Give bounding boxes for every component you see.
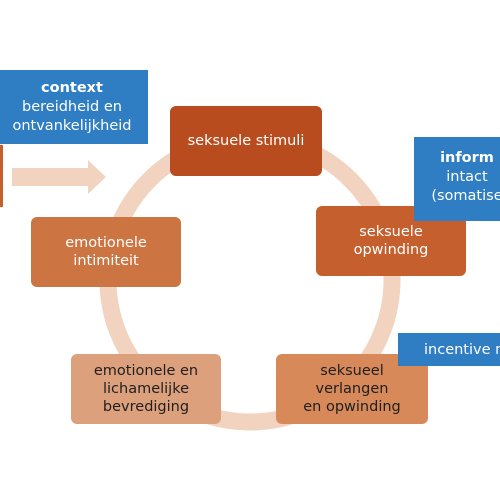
context-box: context bereidheid en ontvankelijkheid — [0, 70, 148, 144]
context-line-2: ontvankelijkheid — [12, 117, 132, 134]
node-bevrediging-line-1: emotionele en — [93, 363, 199, 379]
information-title: inform — [440, 150, 494, 166]
node-seksuele-stimuli-label: seksuele stimuli — [187, 133, 305, 149]
node-intimiteit-line-1: emotionele — [65, 235, 147, 251]
input-arrow — [12, 160, 106, 194]
incentive-box: incentive m — [398, 333, 500, 366]
incentive-label: incentive m — [424, 342, 500, 358]
node-emotionele-intimiteit: emotionele intimiteit — [31, 217, 181, 287]
information-line-1: intact — [446, 169, 488, 185]
node-seksuele-stimuli: seksuele stimuli — [170, 106, 322, 176]
information-box: inform intact (somatise — [414, 137, 500, 221]
node-verlangen-line-2: en opwinding — [303, 399, 401, 415]
information-line-2: (somatise — [431, 188, 500, 204]
context-title: context — [41, 79, 103, 96]
context-line-1: bereidheid en — [22, 98, 122, 115]
node-bevrediging-line-3: bevrediging — [102, 399, 190, 415]
node-bevrediging-line-2: lichamelijke — [102, 381, 190, 397]
node-seksuele-opwinding-label: seksuele opwinding — [353, 224, 429, 258]
node-bevrediging: emotionele en lichamelijke bevrediging — [71, 354, 221, 424]
offscreen-node-edge — [0, 145, 3, 207]
node-verlangen-line-1: seksueel verlangen — [315, 363, 389, 397]
node-intimiteit-line-2: intimiteit — [73, 253, 139, 269]
